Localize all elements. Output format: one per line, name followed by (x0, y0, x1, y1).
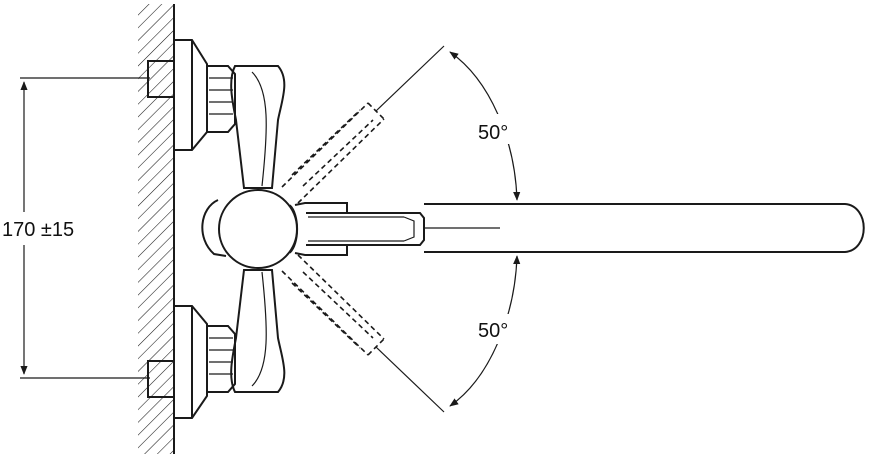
mixer-body (201, 65, 299, 393)
lower-wall-mount (147, 305, 236, 419)
rotated-spout-lower (281, 254, 445, 413)
angle-dimension-upper: 50° (449, 51, 522, 201)
height-label: 170 ±15 (2, 219, 74, 241)
height-dimension: 170 ±15 (0, 77, 150, 379)
angle-label-upper: 50° (478, 122, 508, 144)
upper-wall-mount (147, 39, 236, 151)
spout (294, 202, 865, 256)
wall (138, 4, 175, 454)
angle-dimension-lower: 50° (449, 255, 522, 407)
angle-label-lower: 50° (478, 320, 508, 342)
rotated-spout-upper (281, 45, 445, 204)
